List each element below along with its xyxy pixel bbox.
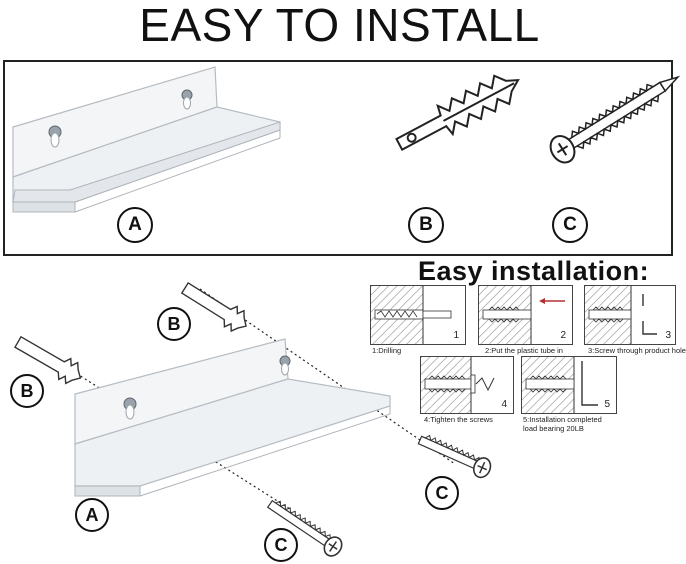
installation-title: Easy installation: [418, 256, 650, 286]
step-1-number: 1 [453, 330, 459, 341]
diagram-label-c-right: C [425, 476, 459, 510]
step-2-panel: 2 [478, 285, 573, 345]
step-5-caption: 5:Installation completed [523, 415, 602, 424]
exploded-assembly-diagram [14, 281, 456, 557]
wall-anchor-icon [395, 74, 520, 151]
diagram-label-c-bottom: C [264, 528, 298, 562]
step-5-number: 5 [604, 399, 610, 410]
step-2-number: 2 [560, 330, 566, 341]
diagram-label-a: A [75, 498, 109, 532]
step-4-caption: 4:Tighten the screws [424, 415, 493, 424]
label-c-badge: C [552, 207, 588, 243]
diagram-label-b-upper: B [157, 307, 191, 341]
step-4-number: 4 [501, 399, 507, 410]
parts-box: A B C [3, 60, 681, 256]
step-3-number: 3 [665, 330, 671, 341]
screw-icon-lower-right [417, 434, 492, 479]
label-a-badge: A [117, 207, 153, 243]
step-5-panel: 5 [521, 356, 617, 414]
step-2-caption: 2:Put the plastic tube in [485, 346, 563, 355]
diagram-label-b-lower: B [10, 374, 44, 408]
label-b-badge: B [408, 207, 444, 243]
step-3-panel: 3 [584, 285, 676, 345]
step-1-caption: 1:Drilling [372, 346, 402, 355]
step-1-panel: 1 [370, 285, 466, 345]
step-3-caption: 3:Screw through product hole [588, 346, 686, 355]
step-5-caption-load: load bearing 20LB [523, 424, 584, 433]
acrylic-shelf-illustration [12, 66, 281, 213]
page-title: EASY TO INSTALL [139, 0, 540, 51]
step-4-panel: 4 [420, 356, 514, 414]
screw-icon [549, 75, 681, 164]
